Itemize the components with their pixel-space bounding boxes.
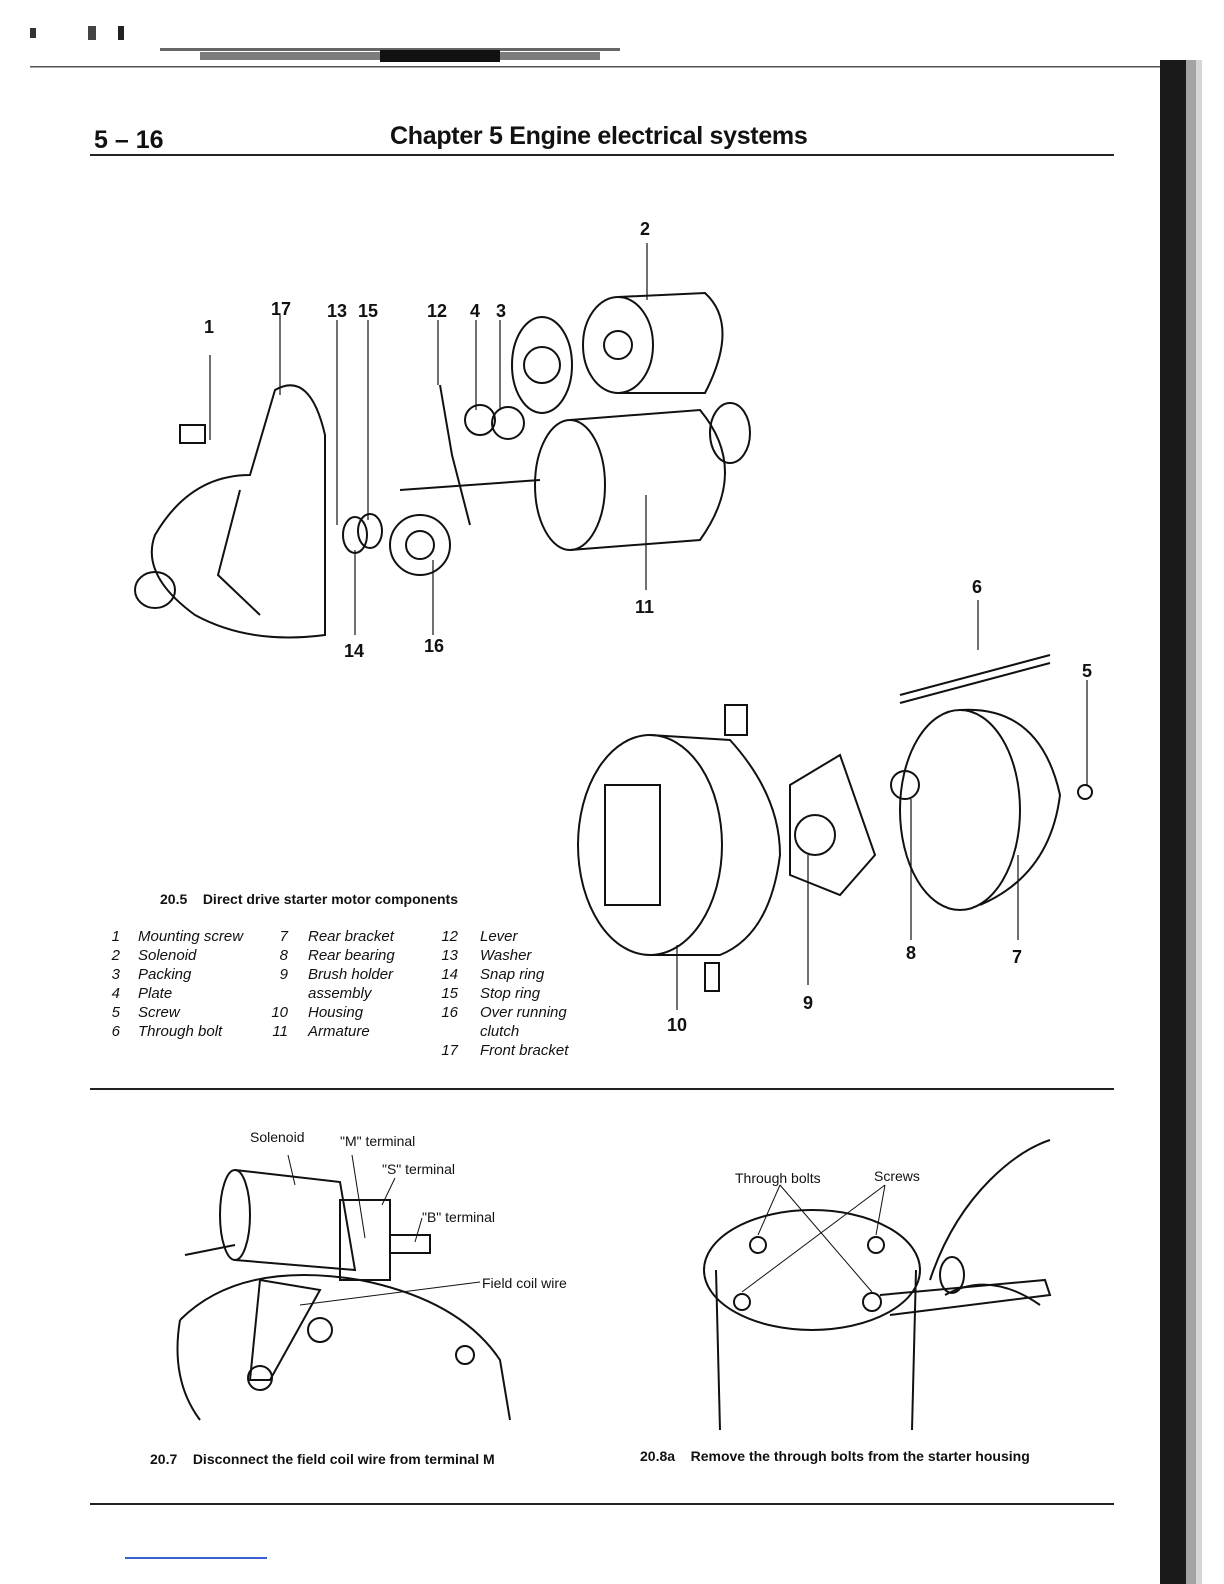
legend-label: Plate [138,985,173,1002]
legend-num: 13 [441,947,458,964]
callout-2: 2 [640,219,651,239]
caption-text: Direct drive starter motor components [202,891,458,907]
legend-num: 10 [271,1004,288,1021]
legend-label: Rear bracket [308,928,394,945]
legend-num: 4 [111,985,120,1002]
figure-caption-20-7: 20.7 Disconnect the field coil wire from… [150,1451,495,1467]
label-screws: Screws [874,1168,920,1184]
legend-num: 8 [279,947,288,964]
legend-label: Solenoid [138,947,197,964]
callout-17: 17 [271,299,292,319]
callout-12: 12 [427,301,448,321]
legend-num: 11 [272,1023,288,1040]
legend-num: 7 [279,928,288,945]
legend-label: Stop ring [480,985,541,1002]
callout-16: 16 [424,636,445,656]
footer-rule [90,1503,1114,1505]
callout-5: 5 [1082,661,1093,681]
callout-9: 9 [803,993,814,1013]
through-bolt-illustration [703,1139,1052,1430]
page-header: 5 – 16 Chapter 5 Engine electrical syste… [90,118,1114,158]
callout-7: 7 [1012,947,1023,967]
chapter-title: Chapter 5 Engine electrical systems [390,122,808,150]
legend-label: Front bracket [480,1042,569,1059]
section-divider [90,1088,1114,1090]
label-solenoid: Solenoid [250,1129,305,1145]
parts-legend: 1 Mounting screw 2 Solenoid 3 Packing 4 … [98,928,598,1068]
callout-6: 6 [972,577,983,597]
caption-text: Disconnect the field coil wire from term… [192,1451,495,1467]
figure-caption-20-8a: 20.8a Remove the through bolts from the … [640,1448,1030,1464]
callout-13: 13 [327,301,348,321]
figure-20-7: Solenoid "M" terminal "S" terminal "B" t… [160,1120,590,1430]
callout-11: 11 [635,597,655,617]
legend-label: Armature [308,1023,370,1040]
figure-caption-20-5: 20.5 Direct drive starter motor componen… [160,891,458,907]
legend-label: Washer [480,947,532,964]
legend-label: clutch [480,1023,520,1040]
starter-motor-illustration [134,243,1093,1010]
scan-noise-edge [1160,60,1202,1584]
legend-label: Housing [308,1004,364,1021]
legend-label: Rear bearing [308,947,395,964]
legend-num: 1 [111,928,120,945]
caption-number: 20.5 [160,891,188,907]
header-rule [90,154,1114,156]
label-b-terminal: "B" terminal [422,1209,495,1225]
bottom-link-underline [125,1557,267,1559]
label-s-terminal: "S" terminal [382,1161,455,1177]
legend-num: 3 [111,966,120,983]
legend-num: 12 [441,928,458,945]
legend-label: Over running [480,1004,567,1021]
legend-label: Through bolt [138,1023,223,1040]
legend-num: 2 [111,947,120,964]
callout-14: 14 [344,641,365,661]
legend-num: 15 [441,985,458,1002]
legend-num: 9 [279,966,288,983]
label-m-terminal: "M" terminal [340,1133,416,1149]
legend-num: 5 [111,1004,120,1021]
caption-number: 20.7 [150,1451,178,1467]
label-field-coil-wire: Field coil wire [482,1275,567,1291]
legend-label: Packing [138,966,192,983]
callout-1: 1 [204,317,215,337]
callout-3: 3 [496,301,507,321]
callout-10: 10 [667,1015,688,1035]
solenoid-terminal-illustration [176,1154,511,1421]
legend-num: 6 [111,1023,120,1040]
legend-label: Snap ring [480,966,545,983]
legend-label: Mounting screw [138,928,244,945]
legend-num: 17 [441,1042,458,1059]
legend-label: assembly [308,985,372,1002]
caption-number: 20.8a [640,1448,676,1464]
scan-noise-top [30,26,1160,68]
legend-label: Screw [138,1004,180,1021]
label-through-bolts: Through bolts [735,1170,821,1186]
figure-20-8a: Through bolts Screws [690,1130,1110,1430]
page-number: 5 – 16 [94,126,164,154]
caption-text: Remove the through bolts from the starte… [690,1448,1030,1464]
legend-num: 16 [441,1004,458,1021]
legend-num: 14 [441,966,458,983]
callout-4: 4 [470,301,481,321]
callout-8: 8 [906,943,917,963]
callout-15: 15 [358,301,379,321]
exploded-diagram: 2 1 17 13 15 12 4 3 11 14 16 6 5 8 7 9 1… [100,195,1130,1055]
legend-label: Lever [480,928,518,945]
legend-label: Brush holder [308,966,394,983]
